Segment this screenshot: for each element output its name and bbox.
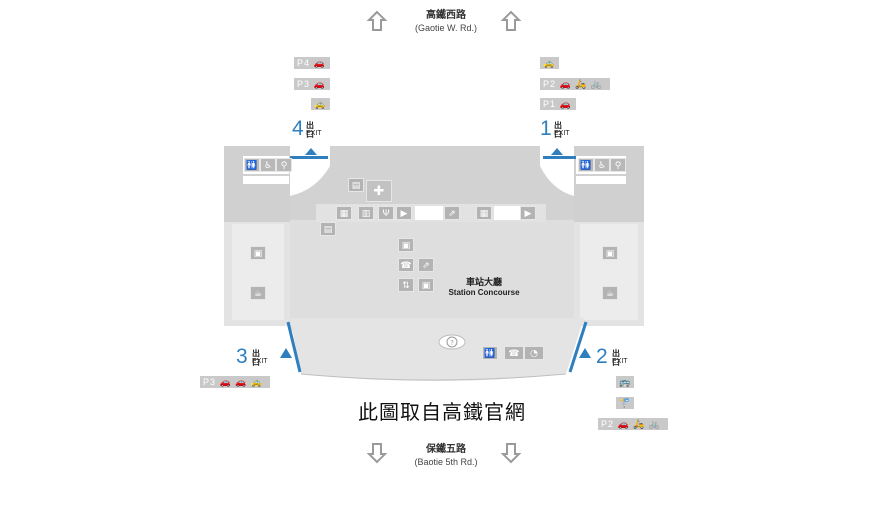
parking-p2-badge: P2 🚗 🛵 🚲 [598, 418, 668, 430]
family-restroom-icon: ⚲ [610, 158, 626, 172]
arrow-down-icon [500, 443, 522, 464]
gift-shop-icon: ▣ [418, 278, 434, 292]
taxi-badge: 🚕 [311, 98, 330, 110]
taxi-badge: 🚕 [540, 57, 559, 69]
exit-4-zh: 出口 [306, 121, 314, 139]
south-road-en: (Baotie 5th Rd.) [414, 456, 478, 467]
exit-1-zh: 出口 [554, 121, 562, 139]
station-concourse-label: 車站大廳 Station Concourse [434, 278, 534, 298]
bus-badge: 🚌 [616, 376, 634, 388]
north-road-en: (Gaotie W. Rd.) [414, 22, 477, 33]
exit-3-en: EXIT [252, 358, 268, 365]
arrow-down-icon [366, 443, 388, 464]
north-road-zh: 高鐵西路 [426, 10, 466, 21]
exit-4-triangle [305, 148, 317, 155]
cafe-icon: ☕ [602, 286, 618, 300]
exit-1-triangle [551, 148, 563, 155]
bus-stop-badge: 🚏 [616, 397, 634, 409]
escalator-icon: ⇗ [444, 206, 460, 220]
exit-2-triangle [579, 348, 591, 358]
shop-icon: ▦ [476, 206, 492, 220]
exit-1-number: 1 [540, 117, 552, 140]
lockers-icon: ▤ [320, 222, 336, 236]
exit-2-en: EXIT [612, 358, 628, 365]
exit-4-en: EXIT [306, 130, 322, 137]
restroom-icon: 🚻 [578, 158, 594, 172]
exit-2-zh: 出口 [612, 349, 620, 367]
north-road-label: 高鐵西路 (Gaotie W. Rd.) [396, 10, 496, 34]
telephone-icon: ☎ [398, 258, 414, 272]
service-desk-icon: ▶ [396, 206, 412, 220]
exit-1-bar [543, 156, 577, 159]
restroom-icon: 🚻 [482, 346, 498, 360]
first-aid-icon: ✚ [366, 180, 392, 202]
escalator-icon: ⇗ [418, 258, 434, 272]
ticket-office-icon: ▦ [336, 206, 352, 220]
exit-4-number: 4 [292, 117, 304, 140]
info-kiosk [438, 334, 466, 350]
cafe-icon: ☕ [250, 286, 266, 300]
telephone-icon: ☎ [504, 346, 524, 360]
parking-p4-badge: P4 🚗 [294, 57, 330, 69]
ticket-icon: ▥ [358, 206, 374, 220]
arrow-up-icon [500, 10, 522, 31]
ticket-machine-icon: ▤ [348, 178, 364, 192]
image-source-caption: 此圖取自高鐵官網 [358, 400, 526, 424]
exit-2-bar [568, 321, 588, 373]
exit-4-bar [290, 156, 328, 159]
concourse-zh: 車站大廳 [465, 278, 502, 288]
parking-p3-badge: P3 🚗 [294, 78, 330, 90]
elevator-icon: ⇅ [398, 278, 414, 292]
exit-1-en: EXIT [554, 130, 570, 137]
restroom-icon: 🚻 [244, 158, 260, 172]
parking-p1-badge: P1 🚗 [540, 98, 576, 110]
parking-p3-taxi-badge: P3 🚗 🚗 🚕 [200, 376, 270, 388]
south-road-zh: 保鐵五路 [426, 444, 466, 455]
atm-icon: Ψ [378, 206, 394, 220]
concourse-en: Station Concourse [448, 288, 520, 298]
exit-3-triangle [280, 348, 292, 358]
clock-icon: ◔ [524, 346, 544, 360]
family-restroom-icon: ⚲ [276, 158, 292, 172]
south-road-label: 保鐵五路 (Baotie 5th Rd.) [396, 444, 496, 468]
accessible-icon: ♿ [594, 158, 610, 172]
exit-3-number: 3 [236, 345, 248, 368]
parking-p2-badge: P2 🚗 🛵 🚲 [540, 78, 610, 90]
arrow-up-icon [366, 10, 388, 31]
svg-text:?: ? [450, 339, 454, 347]
gift-shop-icon: ▣ [250, 246, 266, 260]
gift-shop-icon: ▣ [602, 246, 618, 260]
exit-2-number: 2 [596, 345, 608, 368]
service-desk-icon: ▶ [520, 206, 536, 220]
exit-3-bar [286, 321, 302, 373]
gift-shop-icon: ▣ [398, 238, 414, 252]
accessible-icon: ♿ [260, 158, 276, 172]
exit-3-zh: 出口 [252, 349, 260, 367]
